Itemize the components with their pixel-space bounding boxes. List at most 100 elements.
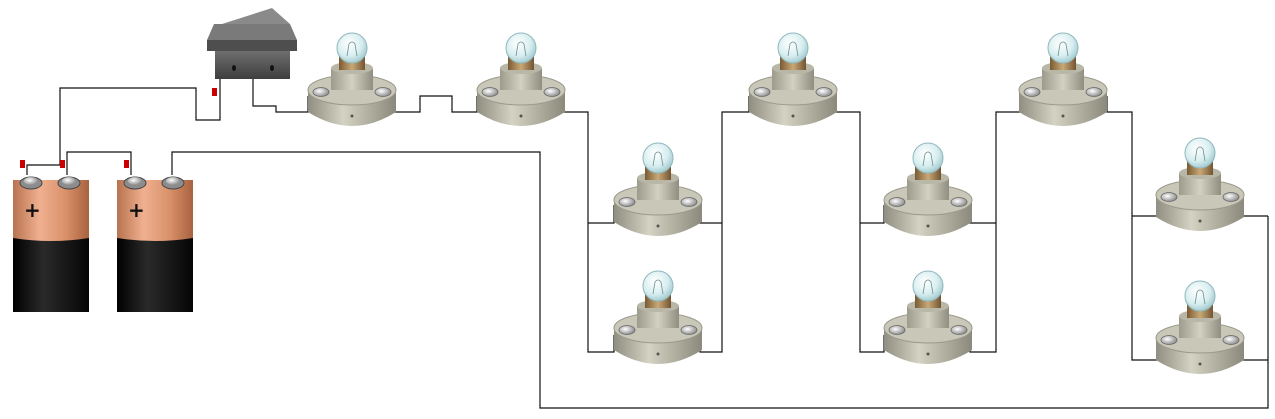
lamp-neck (500, 68, 542, 90)
battery-terminal-cap (166, 177, 180, 185)
wire-group-2-to-lamp-8 (969, 96, 1021, 353)
switch-screw-hole (232, 65, 236, 71)
switch-bezel (207, 40, 297, 51)
lamp-screw-terminal (1160, 192, 1178, 202)
lamp-screw-terminal (1222, 192, 1240, 202)
lamp-7 (883, 270, 973, 364)
wire-group-1-right-tap (699, 205, 722, 224)
lamp-bulb (1184, 137, 1216, 169)
lamp-screw-terminal (374, 87, 392, 97)
battery-top (13, 180, 89, 241)
lamp-1 (307, 32, 397, 126)
wire-group-2-right-tap (969, 205, 996, 224)
lamp-8 (1018, 32, 1108, 126)
lamp-bulb (1047, 32, 1079, 64)
terminal-markers (20, 88, 217, 168)
wire-group-3-right-tap (1242, 203, 1268, 217)
lamp-neck (1179, 316, 1221, 338)
lamp-4 (613, 270, 703, 364)
terminal-marker (212, 88, 217, 96)
battery-1: + (13, 176, 89, 312)
lamp-screw-terminal (543, 87, 561, 97)
lamp-bulb (912, 142, 944, 174)
lamp-neck (1179, 173, 1221, 195)
lamp-screw-terminal (618, 197, 636, 207)
wire-group-1-to-lamp-5 (699, 96, 750, 353)
lamp-filament (787, 41, 799, 57)
lamp-screw-terminal (680, 325, 698, 335)
lamp-3 (613, 142, 703, 236)
lamp-screw-terminal (618, 325, 636, 335)
lamp-neck (907, 306, 949, 328)
battery-terminal-cap (24, 177, 38, 185)
terminal-marker (124, 160, 129, 168)
switch-rocker (207, 24, 297, 40)
lamp-filament (652, 151, 664, 167)
lamp-mount-hole (1061, 114, 1065, 118)
wire-lamp-8-to-group-3 (1106, 96, 1158, 361)
lamp-filament (1194, 146, 1206, 162)
lamp-filament (922, 151, 934, 167)
lamp-screw-terminal (1085, 87, 1103, 97)
lamp-mount-hole (926, 224, 930, 228)
terminal-marker (20, 160, 25, 168)
battery-top (117, 180, 193, 241)
battery-terminal-cap (128, 177, 142, 185)
wire-battery-to-switch (26, 76, 221, 175)
lamp-filament (346, 41, 358, 57)
lamp-mount-hole (350, 114, 354, 118)
wire-group-1-left-tap (588, 205, 615, 224)
lamp-mount-hole (656, 224, 660, 228)
lamp-screw-terminal (1222, 335, 1240, 345)
wire-group-2-left-tap (860, 205, 885, 224)
lamp-mount-hole (656, 352, 660, 356)
lamp-bulb (642, 270, 674, 302)
lamp-screw-terminal (312, 87, 330, 97)
lamp-neck (637, 306, 679, 328)
battery-terminal-cap (62, 177, 76, 185)
lamp-bulb (777, 32, 809, 64)
lamp-screw-terminal (888, 325, 906, 335)
lamp-bulb (505, 32, 537, 64)
lamp-5 (748, 32, 838, 126)
lamp-10 (1155, 280, 1245, 374)
switch-screw-hole (270, 65, 274, 71)
lamp-screw-terminal (950, 325, 968, 335)
lamp-neck (637, 178, 679, 200)
lamp-neck (1042, 68, 1084, 90)
lamp-filament (922, 279, 934, 295)
lamp-mount-hole (926, 352, 930, 356)
lamp-mount-hole (1198, 219, 1202, 223)
lamp-2 (476, 32, 566, 126)
lamp-screw-terminal (1023, 87, 1041, 97)
rocker-switch[interactable] (207, 8, 297, 79)
lamp-mount-hole (791, 114, 795, 118)
wire-group-3-left-tap (1132, 203, 1158, 217)
wire-lamp-1-to-lamp-2 (394, 95, 478, 113)
lamp-screw-terminal (481, 87, 499, 97)
lamp-neck (907, 178, 949, 200)
lamp-bulb (1184, 280, 1216, 312)
battery-2: + (117, 176, 193, 312)
terminal-marker (60, 160, 65, 168)
lamp-bulb (642, 142, 674, 174)
lamp-neck (772, 68, 814, 90)
lamp-neck (331, 68, 373, 90)
lamp-filament (515, 41, 527, 57)
lamp-mount-hole (519, 114, 523, 118)
wire-lamp-5-to-group-2 (835, 96, 885, 353)
lamp-bulb (912, 270, 944, 302)
lamp-screw-terminal (888, 197, 906, 207)
lamp-9 (1155, 137, 1245, 231)
wire-lamp-2-to-group-1 (563, 96, 615, 353)
lamp-screw-terminal (950, 197, 968, 207)
battery-plus-mark: + (128, 198, 145, 222)
lamps (307, 32, 1245, 374)
lamp-mount-hole (1198, 362, 1202, 366)
lamp-filament (652, 279, 664, 295)
lamp-6 (883, 142, 973, 236)
switch-body (215, 51, 290, 79)
wire-battery-link (66, 151, 132, 175)
